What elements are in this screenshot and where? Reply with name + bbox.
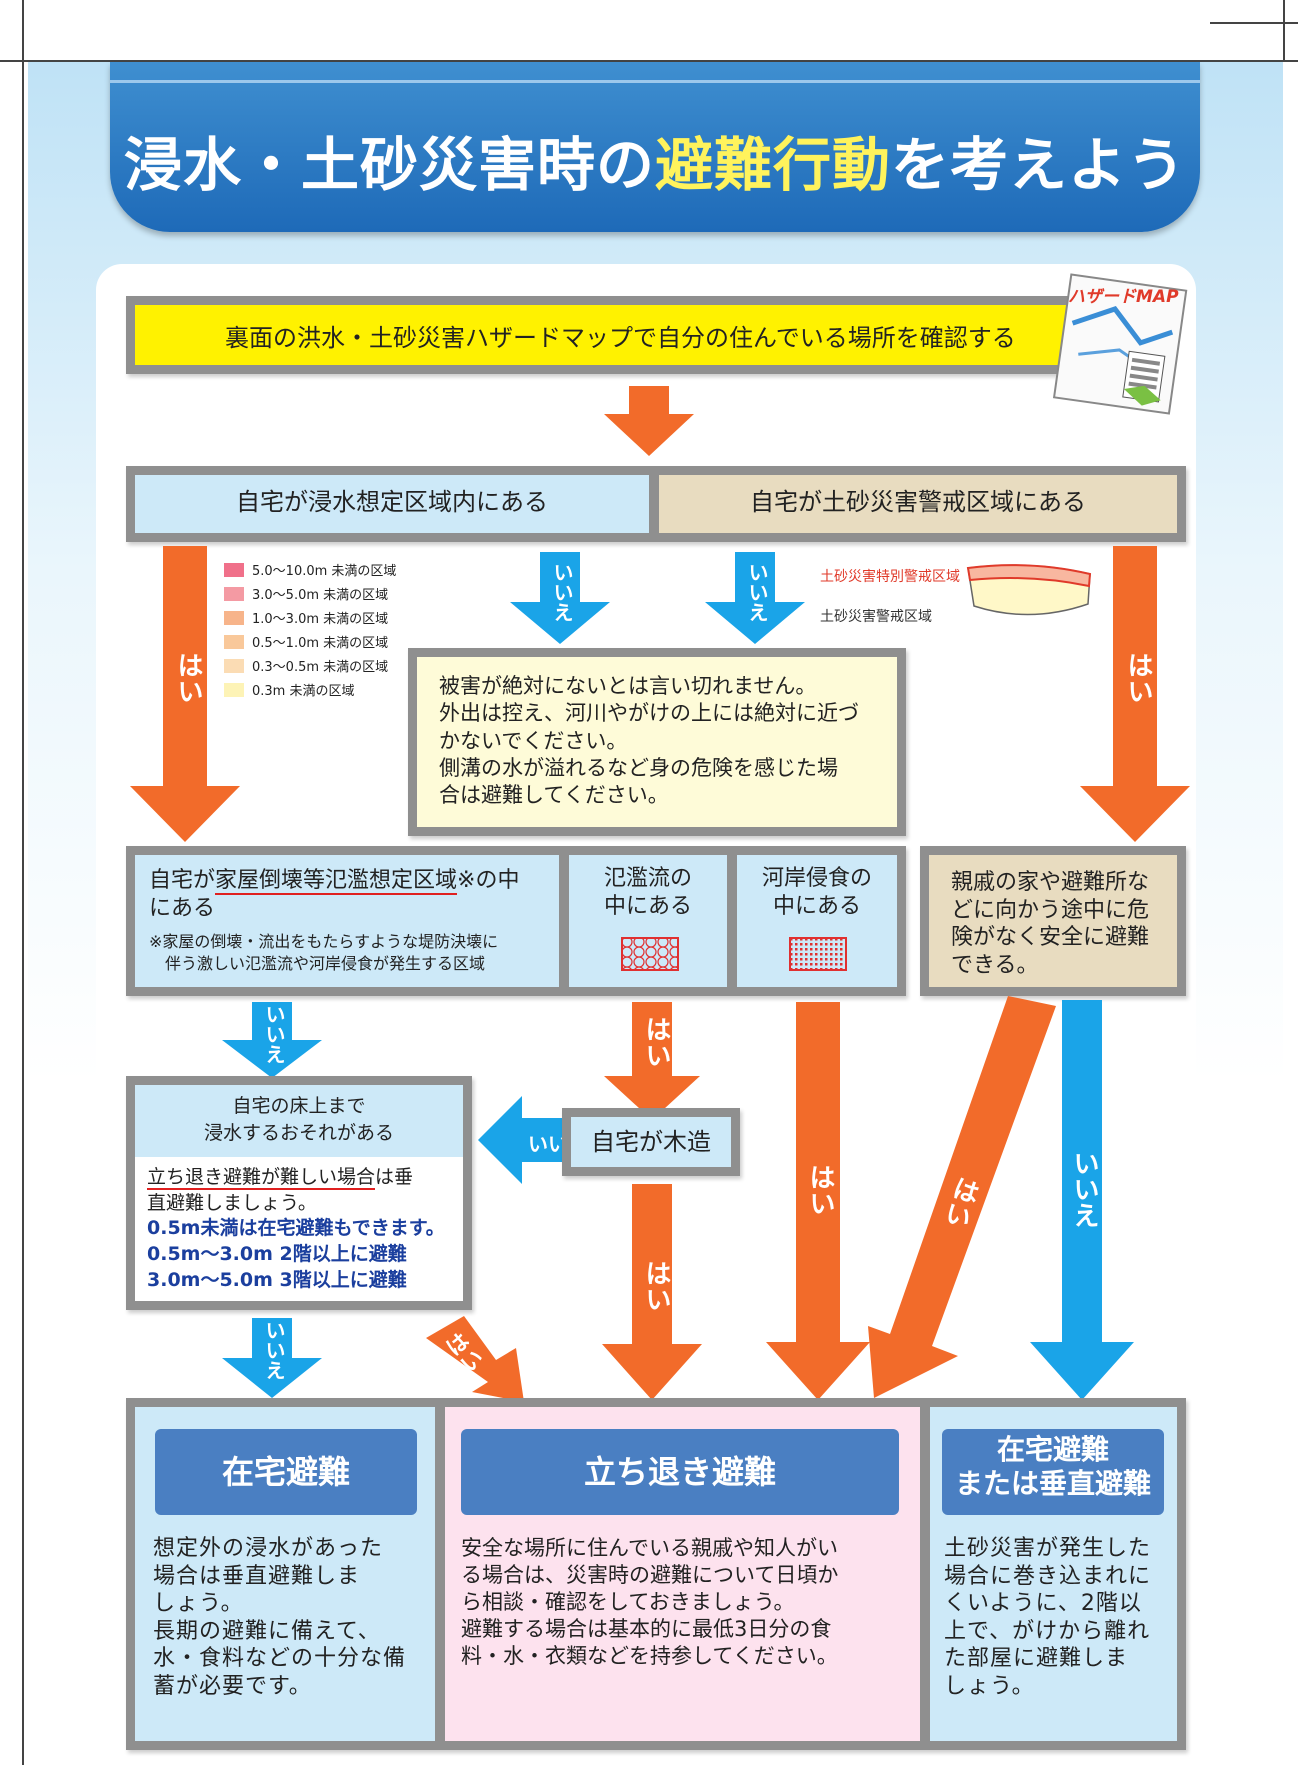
side-border [22, 60, 24, 1765]
result-evac-box: 立ち退き避難 安全な場所に住んでいる親戚や知人がい る場合は、災害時の避難につい… [445, 1407, 920, 1741]
title-highlight: 避難行動 [654, 131, 891, 199]
arrow-no-landslide [705, 552, 805, 644]
label-yes: はい [805, 1164, 835, 1216]
arrow-yes-wooden [602, 1184, 702, 1400]
legend-swatch [224, 586, 244, 601]
legend-item: 0.3m 未満の区域 [224, 680, 354, 699]
landslide-zone-shape [960, 564, 1092, 616]
legend-swatch [224, 634, 244, 649]
flood-zone-text: 自宅が浸水想定区域内にある [236, 488, 548, 516]
arrow-down-orange [604, 386, 694, 456]
arrow-no-collapse [222, 1002, 322, 1078]
result-vertical-heading: 在宅避難 または垂直避難 [942, 1429, 1164, 1515]
label-yes: はい [1123, 652, 1153, 704]
arrow-yes-right [1080, 546, 1190, 842]
legend-swatch [224, 610, 244, 625]
arrow-yes-relative [868, 996, 1056, 1398]
label-no: いいえ [262, 1004, 286, 1064]
flood-flow-pattern-icon [621, 937, 679, 971]
crop-mark [22, 0, 24, 60]
label-yes: はい [641, 1016, 671, 1068]
arrow-no-relative [1030, 1000, 1134, 1400]
house-collapse-term: 家屋倒壊等氾濫想定区域 [215, 868, 458, 895]
legend-item: 3.0～5.0m 未満の区域 [224, 584, 388, 603]
legend-item: 5.0～10.0m 未満の区域 [224, 560, 396, 579]
title-accent-line [110, 80, 1200, 83]
result-stay-box: 在宅避難 想定外の浸水があった 場合は垂直避難しま しょう。 長期の避難に備えて… [135, 1407, 435, 1741]
floor-flood-box: 自宅の床上まで 浸水するおそれがある 立ち退き避難が難しい場合は垂 直避難しまし… [126, 1076, 472, 1310]
arrow-no-flood [510, 552, 610, 644]
landslide-zone-text: 自宅が土砂災害警戒区域にある [750, 488, 1086, 516]
result-stay-heading: 在宅避難 [155, 1429, 417, 1515]
result-evac-heading: 立ち退き避難 [461, 1429, 899, 1515]
landslide-normal-label: 土砂災害警戒区域 [820, 609, 932, 625]
legend-swatch [224, 562, 244, 577]
legend-swatch [224, 658, 244, 673]
wooden-house-box: 自宅が木造 [562, 1108, 740, 1176]
label-yes: はい [641, 1260, 671, 1312]
legend-item: 0.5～1.0m 未満の区域 [224, 632, 388, 651]
landslide-zone-box: 自宅が土砂災害警戒区域にある [659, 475, 1177, 533]
arrow-yes-erosion [766, 1002, 870, 1400]
legend-swatch [224, 682, 244, 697]
label-no: いいえ [745, 562, 769, 622]
page-title: 浸水・土砂災害時の避難行動を考えよう [123, 131, 1187, 199]
erosion-pattern-icon [789, 937, 847, 971]
caution-box: 被害が絶対にないとは言い切れません。 外出は控え、河川やがけの上には絶対に近づ … [408, 648, 906, 836]
arrow-yes-floodflow [604, 1002, 700, 1120]
title-banner [110, 62, 1200, 232]
arrow-yes-floor [426, 1316, 524, 1402]
flood-flow-box: 氾濫流の 中にある [569, 855, 727, 987]
hazard-map-label: ハザードMAP [1068, 287, 1179, 307]
arrow-no-wooden [478, 1096, 582, 1184]
label-no: いいえ [550, 562, 574, 622]
hazard-map-icon [1052, 273, 1188, 415]
crop-mark [1210, 22, 1298, 24]
label-no: いいえ [1069, 1150, 1099, 1228]
wooden-house-text: 自宅が木造 [591, 1128, 711, 1156]
step1-text: 裏面の洪水・土砂災害ハザードマップで自分の住んでいる場所を確認する [225, 324, 1016, 352]
relative-home-box: 親戚の家や避難所な どに向かう途中に危 険がなく安全に避難 できる。 [920, 846, 1186, 996]
result-vertical-box: 在宅避難 または垂直避難 土砂災害が発生した 場合に巻き込まれに くいように、2… [930, 1407, 1177, 1741]
landslide-special-label: 土砂災害特別警戒区域 [820, 569, 960, 585]
legend-item: 1.0～3.0m 未満の区域 [224, 608, 388, 627]
top-border [0, 60, 1298, 62]
crop-mark [1283, 0, 1285, 60]
arrow-no-floor [222, 1318, 322, 1398]
house-collapse-box: 自宅が家屋倒壊等氾濫想定区域※の中 にある ※家屋の倒壊・流出をもたらすような堤… [135, 855, 559, 987]
step1-box: 裏面の洪水・土砂災害ハザードマップで自分の住んでいる場所を確認する [126, 296, 1106, 374]
legend-item: 0.3～0.5m 未満の区域 [224, 656, 388, 675]
label-yes: はい [173, 652, 203, 704]
erosion-box: 河岸侵食の 中にある [737, 855, 897, 987]
flood-zone-box: 自宅が浸水想定区域内にある [135, 475, 649, 533]
label-no: いいえ [262, 1320, 286, 1380]
floor-flood-header [135, 1085, 463, 1157]
arrow-yes-left [130, 546, 240, 842]
